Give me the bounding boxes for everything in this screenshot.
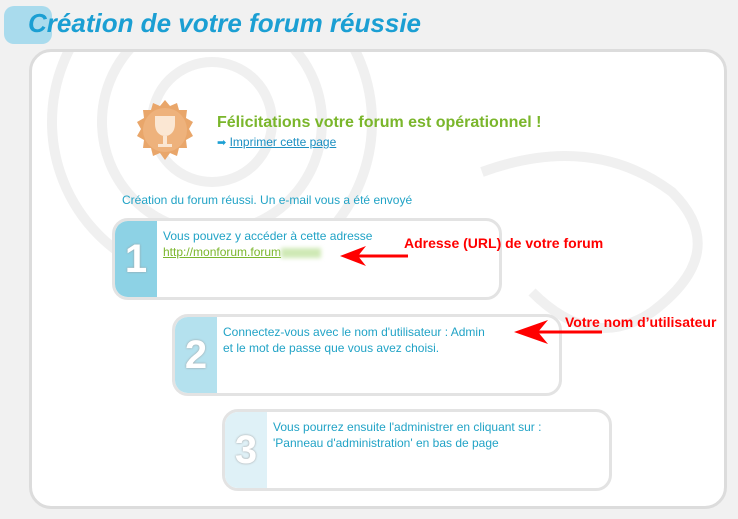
red-arrow-url-icon: [340, 246, 408, 266]
step-2-box: 2 Connectez-vous avec le nom d'utilisate…: [172, 314, 562, 396]
step-text: 'Panneau d'administration' en bas de pag…: [273, 436, 499, 450]
step-1-box: 1 Vous pouvez y accéder à cette adresse …: [112, 218, 502, 300]
print-page-link[interactable]: Imprimer cette page: [229, 135, 337, 149]
step-number: 2: [175, 317, 217, 393]
step-text: Connectez-vous avec le nom d'utilisateur…: [223, 325, 485, 339]
annotation-username: Votre nom d’utilisateur: [565, 314, 717, 330]
trophy-badge-icon: [137, 100, 193, 160]
arrow-right-icon: ➡: [217, 137, 227, 149]
step-text: Vous pouvez y accéder à cette adresse: [163, 229, 373, 243]
page-title: Création de votre forum réussie: [28, 8, 421, 38]
print-page-link-row: ➡ Imprimer cette page: [217, 135, 336, 149]
step-text: et le mot de passe que vous avez choisi.: [223, 341, 440, 355]
annotation-url: Adresse (URL) de votre forum: [404, 235, 604, 251]
step-3-box: 3 Vous pourrez ensuite l'administrer en …: [222, 409, 612, 491]
step-number: 1: [115, 221, 157, 297]
congratulations-heading: Félicitations votre forum est opérationn…: [217, 114, 542, 131]
step-text: Vous pourrez ensuite l'administrer en cl…: [273, 420, 542, 434]
blurred-domain: [281, 247, 322, 258]
forum-url-link[interactable]: http://monforum.forum: [163, 245, 282, 259]
red-arrow-username-icon: [514, 320, 602, 344]
success-message: Création du forum réussi. Un e-mail vous…: [122, 193, 413, 207]
title-tab-decoration: [4, 6, 52, 44]
step-number: 3: [225, 412, 267, 488]
